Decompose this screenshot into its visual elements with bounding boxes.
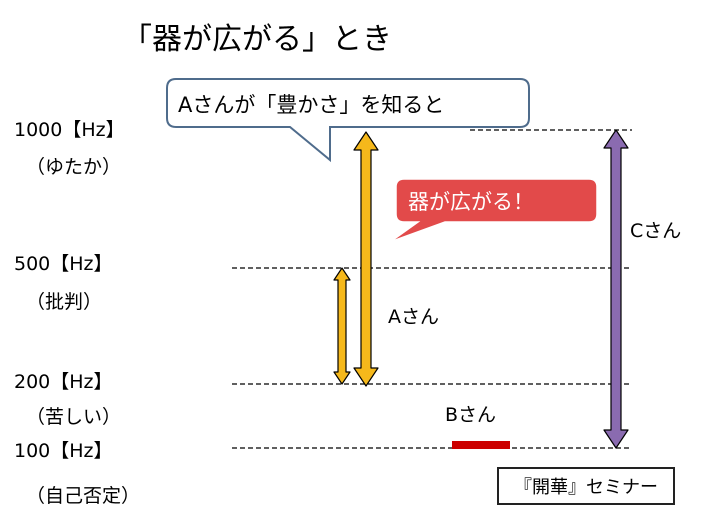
- seminar-badge: 『開華』セミナー: [497, 467, 675, 505]
- level-200-label: 200【Hz】: [14, 371, 113, 393]
- level-500-desc: （批判）: [26, 291, 103, 313]
- level-1000-desc: （ゆたか）: [26, 156, 122, 178]
- level-500-label: 500【Hz】: [14, 253, 113, 275]
- person-a-label: Aさん: [388, 306, 439, 328]
- page-title: 「器が広がる」とき: [122, 22, 392, 57]
- abundance-callout-text: Aさんが「豊かさ」を知ると: [178, 93, 445, 117]
- level-200-desc: （苦しい）: [26, 406, 122, 428]
- expand-callout-text: 器が広がる！: [408, 190, 534, 214]
- b-level-bar: [452, 441, 510, 449]
- level-1000-label: 1000【Hz】: [14, 119, 125, 141]
- level-100-desc: （自己否定）: [26, 485, 141, 507]
- c-range-arrow: [603, 129, 629, 449]
- a-expanded-range-arrow: [353, 131, 379, 387]
- expand-callout-bubble: [389, 178, 598, 243]
- person-b-label: Bさん: [445, 404, 497, 426]
- seminar-badge-text: 『開華』セミナー: [514, 477, 658, 498]
- person-c-label: Cさん: [630, 220, 682, 242]
- a-original-range-arrow: [333, 267, 351, 385]
- level-100-label: 100【Hz】: [14, 440, 113, 462]
- abundance-callout-bubble: [166, 78, 530, 163]
